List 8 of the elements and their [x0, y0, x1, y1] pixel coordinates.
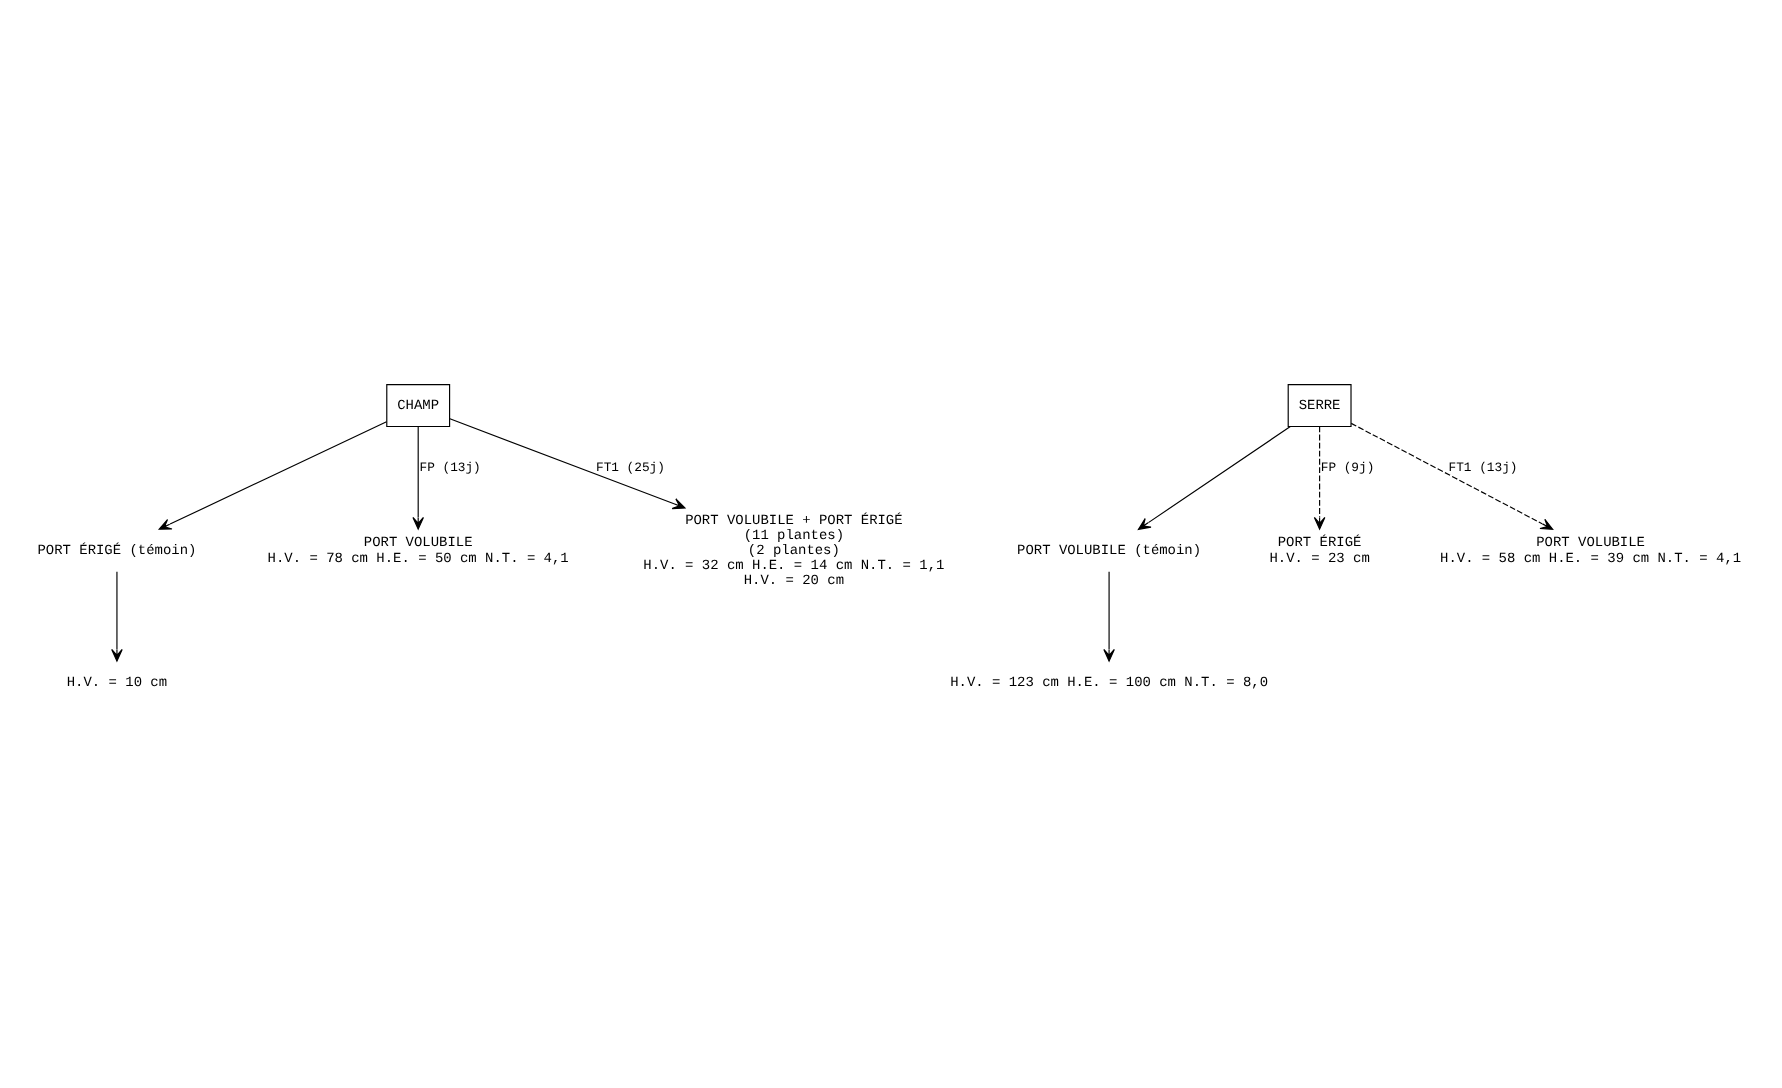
arrow: [1350, 422, 1554, 530]
arrow: [1137, 426, 1291, 530]
arrow: [158, 421, 388, 530]
arrow: [111, 571, 123, 662]
arrow: [449, 418, 686, 510]
arrow: [412, 426, 424, 530]
arrow: [1313, 426, 1326, 530]
arrow: [1103, 571, 1115, 662]
